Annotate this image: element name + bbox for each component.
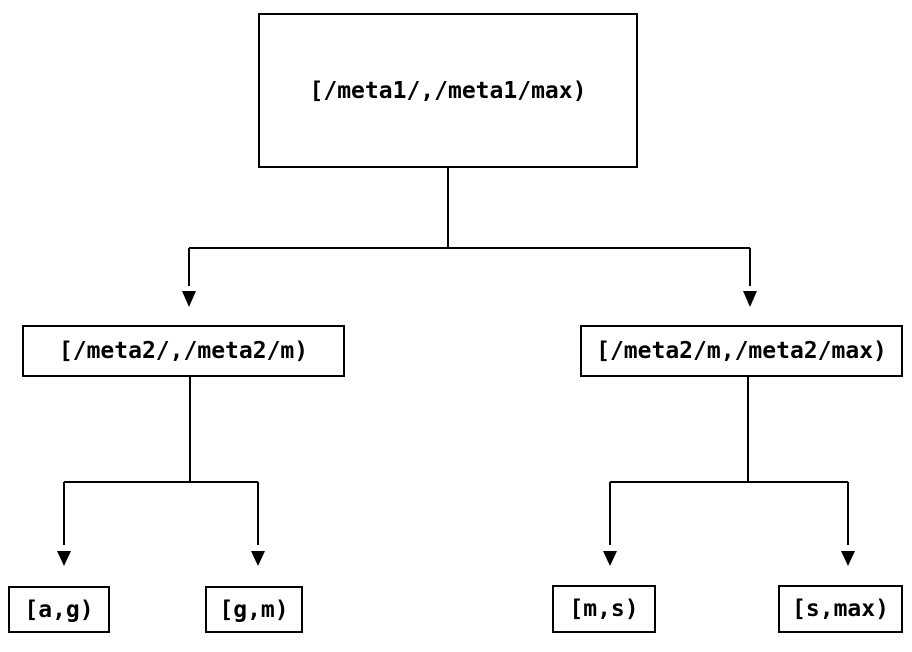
node-leaf-ms: [m,s) bbox=[552, 585, 656, 633]
node-leaf-gm: [g,m) bbox=[205, 586, 303, 633]
edge-root-children bbox=[188, 168, 751, 286]
node-root-label: [/meta1/,/meta1/max) bbox=[309, 77, 587, 104]
arrowhead-left-child-icon bbox=[182, 291, 196, 307]
edge-right-children bbox=[609, 377, 849, 545]
node-meta2-right-label: [/meta2/m,/meta2/max) bbox=[596, 338, 887, 364]
node-leaf-smax: [s,max) bbox=[778, 585, 903, 633]
node-meta2-left: [/meta2/,/meta2/m) bbox=[22, 325, 345, 377]
node-leaf-smax-label: [s,max) bbox=[792, 596, 889, 622]
node-root: [/meta1/,/meta1/max) bbox=[258, 13, 638, 168]
node-leaf-ms-label: [m,s) bbox=[569, 596, 639, 622]
node-leaf-gm-label: [g,m) bbox=[219, 596, 289, 623]
edge-left-children bbox=[63, 377, 259, 545]
node-meta2-left-label: [/meta2/,/meta2/m) bbox=[58, 338, 309, 364]
node-leaf-ag-label: [a,g) bbox=[24, 596, 94, 623]
arrowhead-leaf-ms-icon bbox=[603, 551, 617, 566]
arrowhead-leaf-ag-icon bbox=[57, 551, 71, 566]
arrowhead-right-child-icon bbox=[743, 291, 757, 307]
node-leaf-ag: [a,g) bbox=[8, 586, 110, 633]
arrowhead-leaf-smax-icon bbox=[841, 551, 855, 566]
node-meta2-right: [/meta2/m,/meta2/max) bbox=[580, 325, 903, 377]
arrowhead-leaf-gm-icon bbox=[251, 551, 265, 566]
